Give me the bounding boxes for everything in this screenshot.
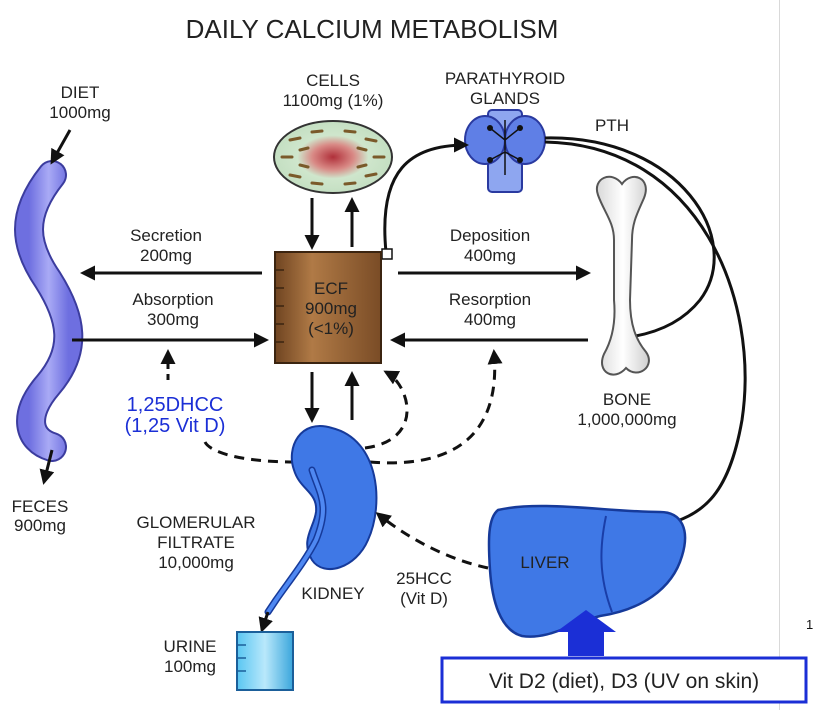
vitd-source-text: Vit D2 (diet), D3 (UV on skin): [489, 670, 759, 693]
pth-to-liver-line: [544, 140, 747, 528]
ecf-to-parathyroid-arrow: [383, 137, 469, 253]
feces-amount: 900mg: [14, 516, 66, 535]
kidney-to-resorption-dashed: [369, 349, 503, 465]
liver-label: LIVER: [520, 553, 569, 572]
glomerular-amount: 10,000mg: [158, 553, 234, 572]
kidney-shape: [264, 425, 378, 616]
parathyroid-label-2: GLANDS: [470, 89, 540, 108]
ecf-sensor-marker: [381, 248, 393, 260]
kidney-label: KIDNEY: [301, 584, 364, 603]
page-number: 1: [806, 617, 814, 632]
cells-disc: [273, 120, 393, 194]
kidney-to-urine-arrow: [258, 611, 273, 633]
secretion-amount: 200mg: [140, 246, 192, 265]
parathyroid-label-1: PARATHYROID: [445, 69, 565, 88]
resorption-amount: 400mg: [464, 310, 516, 329]
ecf-label: ECF: [314, 279, 348, 298]
vitd-source-box: [440, 656, 808, 704]
dhcc-label: 1,25DHCC: [127, 394, 224, 416]
hcc25-label: 25HCC: [396, 569, 452, 588]
page-edge-line: [779, 0, 780, 710]
parathyroid-gland-shape: [464, 109, 546, 193]
pth-to-bone-arrow: [544, 136, 716, 345]
kidney-to-ecf-dashed: [364, 370, 409, 450]
urine-amount: 100mg: [164, 657, 216, 676]
cells-label: CELLS: [306, 71, 360, 90]
glomerular-label-2: FILTRATE: [157, 533, 235, 552]
urine-beaker: [236, 631, 294, 691]
diet-amount: 1000mg: [49, 103, 110, 122]
ecf-percent: (<1%): [308, 319, 354, 338]
ecf-container: [274, 251, 382, 364]
diet-arrow: [50, 129, 72, 165]
liver-to-kidney-dashed: [375, 512, 489, 570]
dhcc-sublabel: (1,25 Vit D): [125, 415, 226, 437]
feces-label: FECES: [12, 497, 69, 516]
absorption-amount: 300mg: [147, 310, 199, 329]
deposition-amount: 400mg: [464, 246, 516, 265]
diet-label: DIET: [61, 83, 100, 102]
feces-arrow: [39, 449, 55, 485]
secretion-label: Secretion: [130, 226, 202, 245]
diagram-title: DAILY CALCIUM METABOLISM: [186, 14, 559, 44]
vitd-to-liver-arrow: [556, 610, 616, 656]
absorption-label: Absorption: [132, 290, 213, 309]
pth-label: PTH: [595, 116, 629, 135]
bone-label: BONE: [603, 390, 651, 409]
liver-shape: [487, 504, 687, 638]
hcc25-sublabel: (Vit D): [400, 589, 448, 608]
resorption-label: Resorption: [449, 290, 531, 309]
urine-label: URINE: [164, 637, 217, 656]
deposition-label: Deposition: [450, 226, 530, 245]
kidney-to-dhcc-dashed: [203, 441, 296, 464]
ecf-amount: 900mg: [305, 299, 357, 318]
cells-amount: 1100mg (1%): [283, 91, 384, 110]
intestine-shape: [14, 160, 84, 462]
bone-shape: [595, 175, 650, 376]
bone-amount: 1,000,000mg: [577, 410, 676, 429]
glomerular-label-1: GLOMERULAR: [136, 513, 255, 532]
